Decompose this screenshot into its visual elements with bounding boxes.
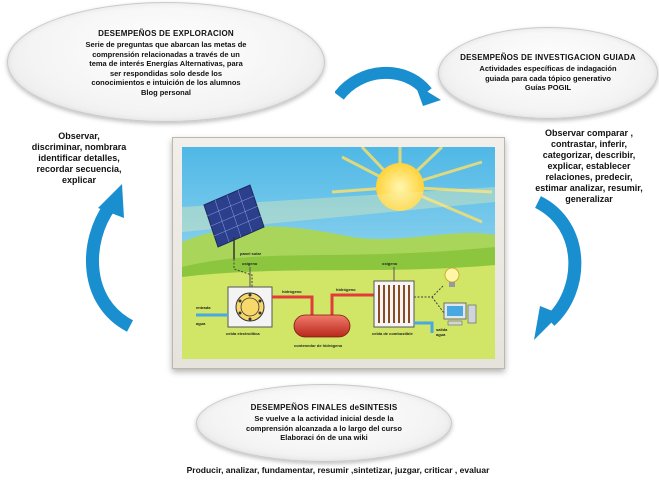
solar-panel-icon — [203, 184, 265, 259]
oxygen-label-left: oxígeno — [242, 261, 258, 266]
panel-label: panel solar — [240, 251, 262, 256]
illustration-frame: panel solar oxígeno celda electrolítica … — [172, 137, 505, 369]
final-ellipse: DESEMPEÑOS FINALES deSINTESIS Se vuelve … — [196, 384, 452, 462]
final-line: Se vuelve a la actividad inicial desde l… — [254, 414, 394, 424]
sun-icon — [376, 163, 424, 211]
skills-right-line: estimar analizar, resumir, — [535, 183, 643, 193]
skills-right-line: categorizar, describir, — [542, 150, 636, 160]
investigation-line: Guías POGIL — [524, 83, 572, 93]
skills-right-line: relaciones, predecir, — [545, 172, 633, 182]
arrow-top-icon — [335, 66, 441, 106]
water-out-label: salida — [436, 327, 448, 332]
computer-icon — [443, 302, 477, 326]
exploration-line: Serie de preguntas que abarcan las metas… — [85, 40, 247, 49]
exploration-ellipse: DESEMPEÑOS DE EXPLORACION Serie de pregu… — [7, 2, 325, 122]
arrow-left-icon — [86, 184, 134, 332]
final-line: comprensión alcanzada a lo largo del cur… — [246, 423, 402, 433]
hydrogen-energy-illustration: panel solar oxígeno celda electrolítica … — [182, 147, 495, 359]
investigation-line: Actividades específicas de indagación — [479, 64, 617, 74]
final-title: DESEMPEÑOS FINALES deSINTESIS — [250, 403, 398, 413]
skills-left-line: explicar — [61, 175, 97, 185]
water-in-label: entrada — [196, 305, 211, 310]
exploration-line: tema de interés Energías Alternativas, p… — [89, 59, 243, 68]
investigation-ellipse: DESEMPEÑOS DE INVESTIGACION GUIADA Activ… — [438, 27, 658, 119]
light-bulb-icon — [444, 267, 460, 287]
fuel-cell-icon — [373, 280, 415, 328]
investigation-title: DESEMPEÑOS DE INVESTIGACION GUIADA — [460, 53, 636, 63]
skills-left-line: discriminar, nombrara — [31, 142, 127, 152]
hydrogen-label-right: hidrógeno — [336, 287, 356, 292]
investigation-line: guiada para cada tópico generativo — [485, 73, 611, 83]
skills-bottom: Producir, analizar, fundamentar, resumir… — [186, 465, 490, 475]
skills-left-line: Observar, — [58, 131, 100, 141]
skills-left: Observar, discriminar, nombrara identifi… — [4, 131, 154, 186]
hydrogen-label-left: hidrógeno — [282, 289, 302, 294]
hydrogen-tank-icon — [293, 314, 351, 338]
electrolysis-label: celda electrolítica — [226, 331, 260, 336]
final-line: Elaboraci ón de una wiki — [280, 433, 368, 443]
tank-label: contenedor de hidrógeno — [294, 343, 343, 348]
skills-right: Observar comparar , contrastar, inferir,… — [520, 128, 658, 205]
arrow-right-icon — [534, 196, 582, 340]
skills-left-line: recordar secuencia, — [36, 164, 122, 174]
skills-right-line: generalizar — [565, 194, 613, 204]
skills-right-line: explicar, establecer — [547, 161, 631, 171]
exploration-line: comprensión relacionadas a través de un — [92, 49, 240, 59]
water-out-label-2: agua — [436, 332, 446, 337]
exploration-line: Blog personal — [140, 87, 191, 97]
skills-right-line: Observar comparar , — [544, 128, 634, 138]
skills-left-line: identificar detalles, — [38, 153, 120, 163]
exploration-line: conocimientos e intuición de los alumnos — [91, 78, 241, 87]
oxygen-label-right: oxígeno — [382, 261, 398, 266]
exploration-title: DESEMPEÑOS DE EXPLORACION — [98, 29, 234, 38]
skills-right-line: contrastar, inferir, — [550, 139, 628, 149]
water-in-label-2: agua — [196, 321, 206, 326]
exploration-line: ser respondidas solo desde los — [109, 68, 223, 78]
fuel-cell-label: celda de combustible — [372, 331, 413, 336]
electrolytic-cell-icon — [227, 286, 273, 328]
